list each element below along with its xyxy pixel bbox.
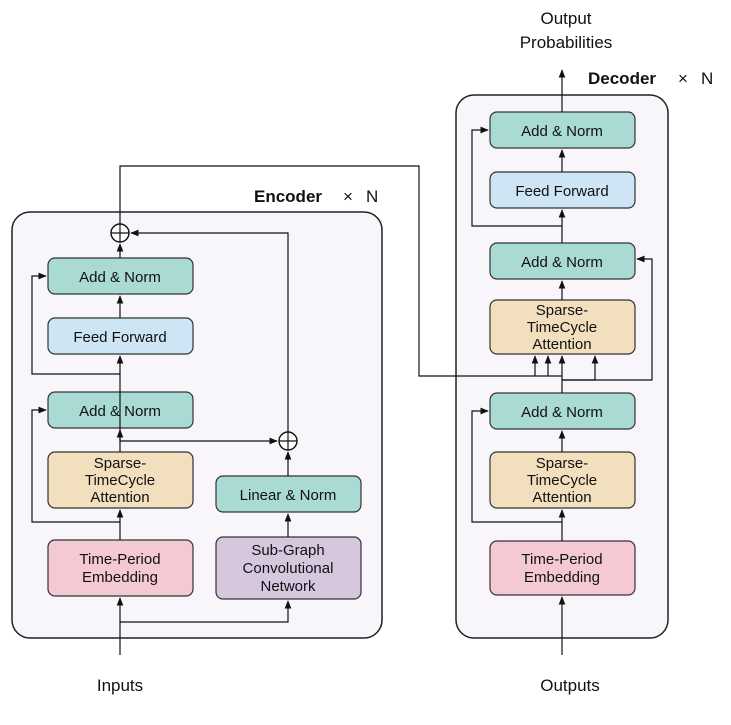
enc-embedding-line-1: Time-Period [79, 551, 160, 568]
enc-sgcn-line-3: Network [260, 578, 316, 595]
encoder-connections [31, 229, 292, 655]
dec-embedding-line-1: Time-Period [521, 551, 602, 568]
dec-embedding-line-2: Embedding [524, 569, 600, 586]
output-probabilities-line-1: Output [540, 9, 591, 28]
dec-add-norm-top-label: Add & Norm [521, 123, 603, 140]
enc-top-plus-icon [110, 223, 130, 243]
encoder-times: × [343, 187, 353, 206]
dec-cross-attention-line-1: Sparse- [536, 302, 589, 319]
dec-cross-attention-line-2: TimeCycle [527, 319, 597, 336]
dec-self-attention-line-1: Sparse- [536, 455, 589, 472]
decoder-repeat-count: N [701, 69, 713, 88]
enc-embedding-line-2: Embedding [82, 569, 158, 586]
enc-sgcn-line-2: Convolutional [243, 560, 334, 577]
dec-feed-forward-label: Feed Forward [515, 183, 608, 200]
enc-attention-line-3: Attention [90, 489, 149, 506]
enc-feed-forward-label: Feed Forward [73, 329, 166, 346]
encoder-to-decoder-connection [119, 165, 562, 377]
dec-add-norm-bottom-label: Add & Norm [521, 404, 603, 421]
decoder-times: × [678, 69, 688, 88]
enc-mid-plus-icon [278, 431, 298, 451]
enc-sgcn-line-1: Sub-Graph [251, 542, 324, 559]
enc-embedding [47, 539, 194, 597]
encoder-title: Encoder [254, 187, 322, 206]
enc-attention-line-1: Sparse- [94, 455, 147, 472]
enc-linear-norm-label: Linear & Norm [240, 487, 337, 504]
dec-embedding [489, 540, 636, 596]
enc-attention-line-2: TimeCycle [85, 472, 155, 489]
inputs-label: Inputs [97, 676, 143, 695]
dec-add-norm-mid-label: Add & Norm [521, 254, 603, 271]
decoder-title: Decoder [588, 69, 656, 88]
output-probabilities-line-2: Probabilities [520, 33, 613, 52]
dec-self-attention-line-3: Attention [532, 489, 591, 506]
dec-cross-attention-line-3: Attention [532, 336, 591, 353]
encoder-repeat-count: N [366, 187, 378, 206]
decoder-connections [471, 69, 653, 655]
enc-add-norm-top-label: Add & Norm [79, 269, 161, 286]
outputs-label: Outputs [540, 676, 600, 695]
dec-self-attention-line-2: TimeCycle [527, 472, 597, 489]
